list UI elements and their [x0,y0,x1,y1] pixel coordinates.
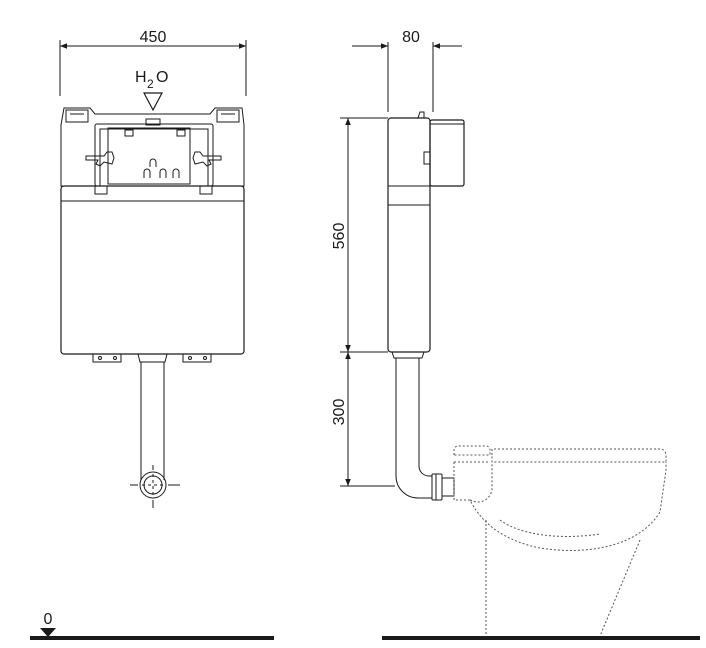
cistern-body [60,185,245,355]
outlet-pipe-front [130,353,180,508]
toilet-pan-outline [453,445,667,637]
bottom-feet [92,353,212,363]
cistern-height-label: 560 [331,223,348,250]
outlet-height-label: 300 [331,399,348,426]
width-label: 450 [140,29,167,46]
inlet-triangle [143,92,163,112]
inlet-label-subscript: 2 [147,77,154,91]
top-frame [60,107,245,195]
inlet-label: H 2 O [135,69,168,91]
height-dimensions [340,117,395,487]
inlet-label-suffix: O [156,69,168,86]
floor-level-label: 0 [44,611,53,628]
width-dimension [59,40,247,96]
front-view [30,40,274,640]
side-view [340,42,700,640]
depth-label: 80 [402,29,420,46]
inlet-label-main: H [135,69,147,86]
depth-dimension [352,42,462,112]
outlet-pipe-side [395,358,455,501]
cistern-side [387,111,465,359]
floor-front [30,628,274,640]
level-marker-icon [40,628,56,637]
